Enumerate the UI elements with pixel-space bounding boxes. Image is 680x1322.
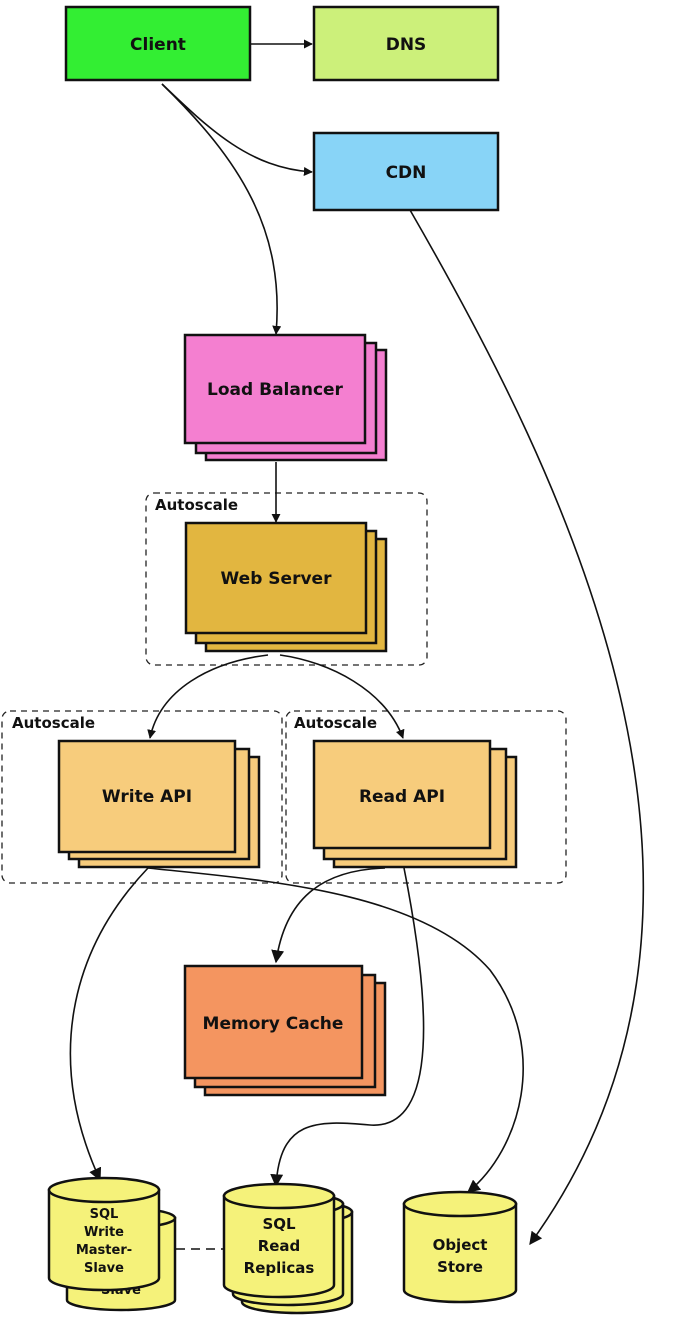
write-autoscale-group: Autoscale [1, 710, 283, 884]
edge-readapi-sqlread [270, 867, 425, 1188]
object-store-label-line-1: Object [433, 1236, 488, 1254]
web-autoscale-label: Autoscale [155, 496, 238, 514]
dns-node: DNS [312, 5, 500, 82]
write-api-label: Write API [102, 787, 192, 807]
memory-cache-box [183, 964, 364, 1080]
cdn-box [312, 131, 500, 212]
sql-write-db-front: SQL Write Master- Slave [47, 1176, 161, 1292]
memory-cache-label: Memory Cache [203, 1014, 344, 1034]
object-store-db: Object Store [402, 1190, 518, 1304]
read-autoscale-label: Autoscale [294, 714, 377, 732]
edge-writeapi-sqlwrite [69, 867, 149, 1182]
edge-client-cdn [161, 83, 313, 176]
client-label: Client [130, 35, 186, 55]
dns-label: DNS [386, 35, 427, 55]
edge-web-writeapi [147, 654, 269, 739]
read-api-box [312, 739, 492, 850]
edge-client-lb [161, 83, 282, 335]
sql-write-label-line-2: Write [84, 1225, 124, 1240]
object-store-label-line-2: Store [437, 1258, 483, 1276]
web-server-label: Web Server [221, 569, 333, 589]
sql-read-label-line-1: SQL [262, 1215, 296, 1233]
edge-readapi-memorycache [271, 867, 386, 964]
load-balancer-label: Load Balancer [207, 380, 344, 400]
cdn-node: CDN [312, 131, 500, 212]
web-server-node: Web Server [184, 521, 388, 653]
memory-cache-node: Memory Cache [183, 964, 387, 1097]
web-autoscale-group: Autoscale [145, 492, 428, 666]
cdn-label: CDN [386, 163, 427, 183]
read-autoscale-group: Autoscale [285, 710, 567, 884]
sql-write-db: Slave SQL Write Master- Slave [47, 1176, 177, 1312]
write-autoscale-label: Autoscale [12, 714, 95, 732]
client-box [64, 5, 252, 82]
edges [69, 39, 645, 1250]
read-api-label: Read API [359, 787, 445, 807]
edge-cdn-objectstore [409, 209, 645, 1246]
read-api-node: Read API [312, 739, 518, 869]
load-balancer-node: Load Balancer [183, 333, 388, 462]
sql-read-label-line-2: Read [258, 1237, 301, 1255]
write-api-box [57, 739, 237, 854]
sql-write-label-line-3: Master- [76, 1243, 132, 1258]
client-node: Client [64, 5, 252, 82]
sql-write-label-line-1: SQL [90, 1207, 119, 1222]
sql-write-label-line-4: Slave [84, 1261, 124, 1276]
load-balancer-box [183, 333, 367, 445]
edge-writeapi-objectstore [147, 867, 524, 1193]
sql-read-db: SQL Read Replicas [222, 1182, 354, 1315]
write-api-node: Write API [57, 739, 261, 869]
web-server-box [184, 521, 368, 635]
sql-read-label-line-3: Replicas [244, 1259, 315, 1277]
dns-box [312, 5, 500, 82]
edge-web-readapi [279, 654, 405, 739]
